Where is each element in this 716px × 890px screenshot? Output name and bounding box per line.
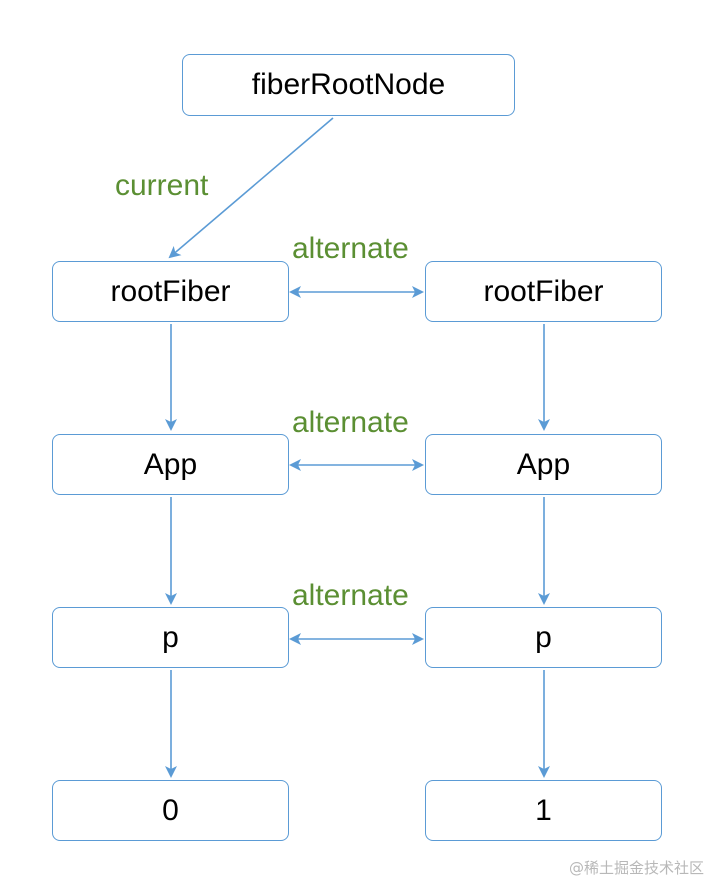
current-arrow — [168, 117, 334, 259]
left-rootfiber-node: rootFiber — [52, 261, 289, 322]
watermark: @稀土掘金技术社区 — [568, 859, 704, 877]
current-label: current — [115, 169, 209, 202]
right-rootfiber-node: rootFiber — [425, 261, 662, 322]
right-text-label: 1 — [535, 793, 552, 827]
right-p-node: p — [425, 607, 662, 668]
alternate-label-rootfiber: alternate — [292, 232, 409, 265]
fiber-root-node-label: fiberRootNode — [251, 68, 446, 101]
left-p-label: p — [162, 620, 179, 654]
right-app-label: App — [516, 447, 571, 481]
alternate-label-p: alternate — [292, 579, 409, 612]
left-text-label: 0 — [162, 793, 179, 827]
right-rootfiber-label: rootFiber — [483, 274, 604, 308]
right-p-label: p — [535, 620, 552, 654]
left-text-node: 0 — [52, 780, 289, 841]
left-app-label: App — [143, 447, 198, 481]
left-rootfiber-label: rootFiber — [110, 274, 231, 308]
alternate-label-app: alternate — [292, 406, 409, 439]
right-app-node: App — [425, 434, 662, 495]
left-p-node: p — [52, 607, 289, 668]
fiber-root-node-box: fiberRootNode — [182, 54, 515, 116]
left-app-node: App — [52, 434, 289, 495]
right-text-node: 1 — [425, 780, 662, 841]
